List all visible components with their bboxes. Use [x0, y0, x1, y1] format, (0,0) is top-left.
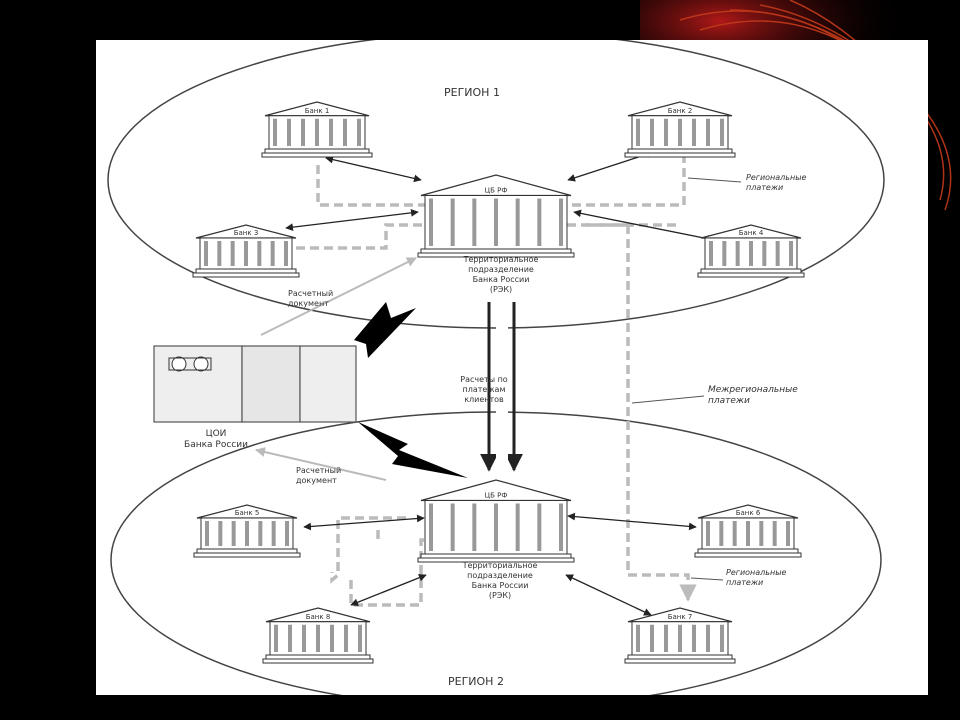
lightning-icon-bottom — [358, 422, 468, 478]
bank-4: Банк 4 — [697, 224, 805, 278]
regional-2-leader — [690, 577, 724, 581]
bank-5-label: Банк 5 — [235, 509, 260, 517]
bank-links-region-2 — [303, 512, 697, 616]
bank-1-label: Банк 1 — [305, 107, 330, 115]
diagram-panel: РЕГИОН 1 РЕГИОН 2 — [96, 40, 928, 695]
bank-1: Банк 1 — [261, 101, 373, 158]
document-arrow-up — [260, 257, 417, 336]
bank-6-label: Банк 6 — [736, 509, 761, 517]
central-bank-region-1: ЦБ РФ — [417, 174, 575, 258]
interregional-payment-path — [586, 223, 697, 602]
bank-8: Банк 8 — [262, 607, 374, 664]
bank-3-label: Банк 3 — [234, 229, 259, 237]
bank-2-label: Банк 2 — [668, 107, 693, 115]
central-bank-region-2: ЦБ РФ — [417, 479, 575, 563]
bank-links-region-1 — [285, 150, 715, 243]
document-arrow-down — [255, 447, 387, 481]
bank-3: Банк 3 — [192, 224, 300, 278]
bank-7-label: Банк 7 — [668, 613, 693, 621]
bank-5: Банк 5 — [193, 504, 301, 558]
bank-2: Банк 2 — [624, 101, 736, 158]
region-1-label: РЕГИОН 1 — [444, 86, 500, 99]
central-bank-region-2-label: ЦБ РФ — [485, 492, 508, 500]
bank-4-label: Банк 4 — [739, 229, 764, 237]
bank-6: Банк 6 — [694, 504, 802, 558]
server-cabinet-icon — [153, 345, 357, 423]
bank-7: Банк 7 — [624, 607, 736, 664]
central-bank-region-1-label: ЦБ РФ — [485, 187, 508, 195]
region-2-label: РЕГИОН 2 — [448, 675, 504, 688]
regional-1-leader — [687, 177, 742, 183]
lightning-icon-top — [354, 302, 416, 358]
interregional-leader — [631, 395, 705, 404]
bank-8-label: Банк 8 — [306, 613, 331, 621]
